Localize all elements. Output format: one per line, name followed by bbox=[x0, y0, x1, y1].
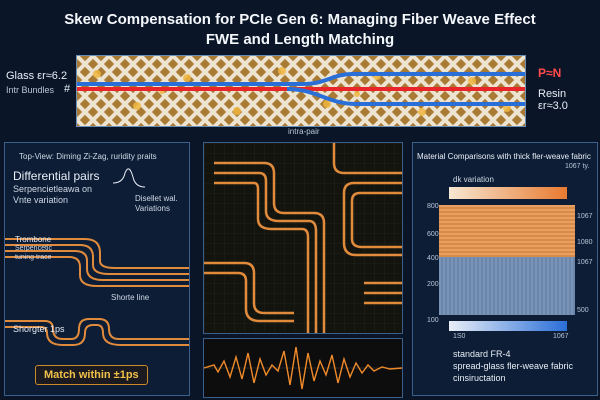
top-view-panel: Top-View: Diming Zi-Zag, ruridity praits… bbox=[4, 142, 190, 396]
r-tick-1: 1080 bbox=[577, 239, 593, 246]
sub2-label: Vnte variation bbox=[13, 195, 69, 205]
r-tick-2: 1067 bbox=[577, 259, 593, 266]
trace-routing bbox=[5, 168, 189, 346]
shorter-line-label: Shorte line bbox=[111, 293, 150, 302]
trace-p bbox=[77, 72, 525, 86]
standard-label: standard FR-4 bbox=[453, 349, 511, 359]
match-badge: Match within ±1ps bbox=[35, 365, 148, 385]
serpentine-label: Serpencetic bbox=[15, 245, 52, 252]
diselect-label: Disellet wal. bbox=[135, 194, 178, 203]
bundles-label: Intr Bundles bbox=[6, 85, 55, 95]
resin-er-label: εr≈3.0 bbox=[538, 100, 568, 112]
fr4-fabric bbox=[439, 205, 575, 257]
variations-label: Variations bbox=[135, 204, 170, 213]
material-comparison-panel: Material Comparisons with thick fler-wea… bbox=[412, 142, 598, 396]
glass-label: Glass εr≈6.2 bbox=[6, 70, 68, 82]
y-tick-2: 400 bbox=[427, 255, 439, 262]
page-title: Skew Compensation for PCIe Gen 6: Managi… bbox=[0, 10, 600, 50]
y-tick-1: 600 bbox=[427, 231, 439, 238]
y-tick-4: 100 bbox=[427, 317, 439, 324]
trombone-label: Trombone bbox=[15, 235, 52, 244]
serpentine-traces bbox=[204, 143, 402, 333]
right-heading: Material Comparisons with thick fler-wea… bbox=[417, 152, 591, 161]
pn-label: P≈N bbox=[538, 66, 562, 80]
b-tick-1: 1067 bbox=[553, 333, 569, 340]
shorter-1ps-label: Shorgter 1ps bbox=[13, 324, 65, 334]
left-heading: Top-View: Diming Zi-Zag, ruridity praits bbox=[19, 152, 157, 161]
serpentine-layout-panel bbox=[203, 142, 403, 334]
b-tick-0: 1S0 bbox=[453, 333, 466, 340]
jitter-waveform bbox=[204, 346, 402, 390]
right-heading-2: 1067 ty. bbox=[565, 163, 590, 170]
title-line-2: FWE and Length Matching bbox=[205, 31, 395, 48]
trace-p2 bbox=[286, 87, 525, 106]
y-tick-3: 200 bbox=[427, 281, 439, 288]
construction-label: cinsiructation bbox=[453, 373, 506, 383]
resin-label: Resin bbox=[538, 88, 567, 100]
dk-gradient-bar-blue bbox=[449, 321, 567, 331]
tuning-label: tuning trace bbox=[15, 254, 52, 261]
weave-cross-section bbox=[76, 55, 526, 127]
r-tick-3: 500 bbox=[577, 307, 589, 314]
weave-pattern bbox=[77, 56, 525, 126]
waveform-panel bbox=[203, 338, 403, 398]
title-line-1: Skew Compensation for PCIe Gen 6: Managi… bbox=[64, 11, 536, 28]
spread-glass-fabric bbox=[439, 257, 575, 315]
hash-label: # bbox=[64, 83, 71, 95]
sub1-label: Serpencietleawa on bbox=[13, 184, 93, 194]
spread-label: spread-glass fler-weave fabric bbox=[453, 361, 574, 371]
dk-variation-label: dk variation bbox=[453, 175, 494, 184]
intra-pair-label: intra-pair bbox=[288, 127, 320, 136]
dk-gradient-bar bbox=[449, 187, 567, 199]
y-tick-0: 800 bbox=[427, 203, 439, 210]
diff-pairs-label: Differential pairs bbox=[13, 169, 100, 183]
r-tick-0: 1067 bbox=[577, 213, 593, 220]
